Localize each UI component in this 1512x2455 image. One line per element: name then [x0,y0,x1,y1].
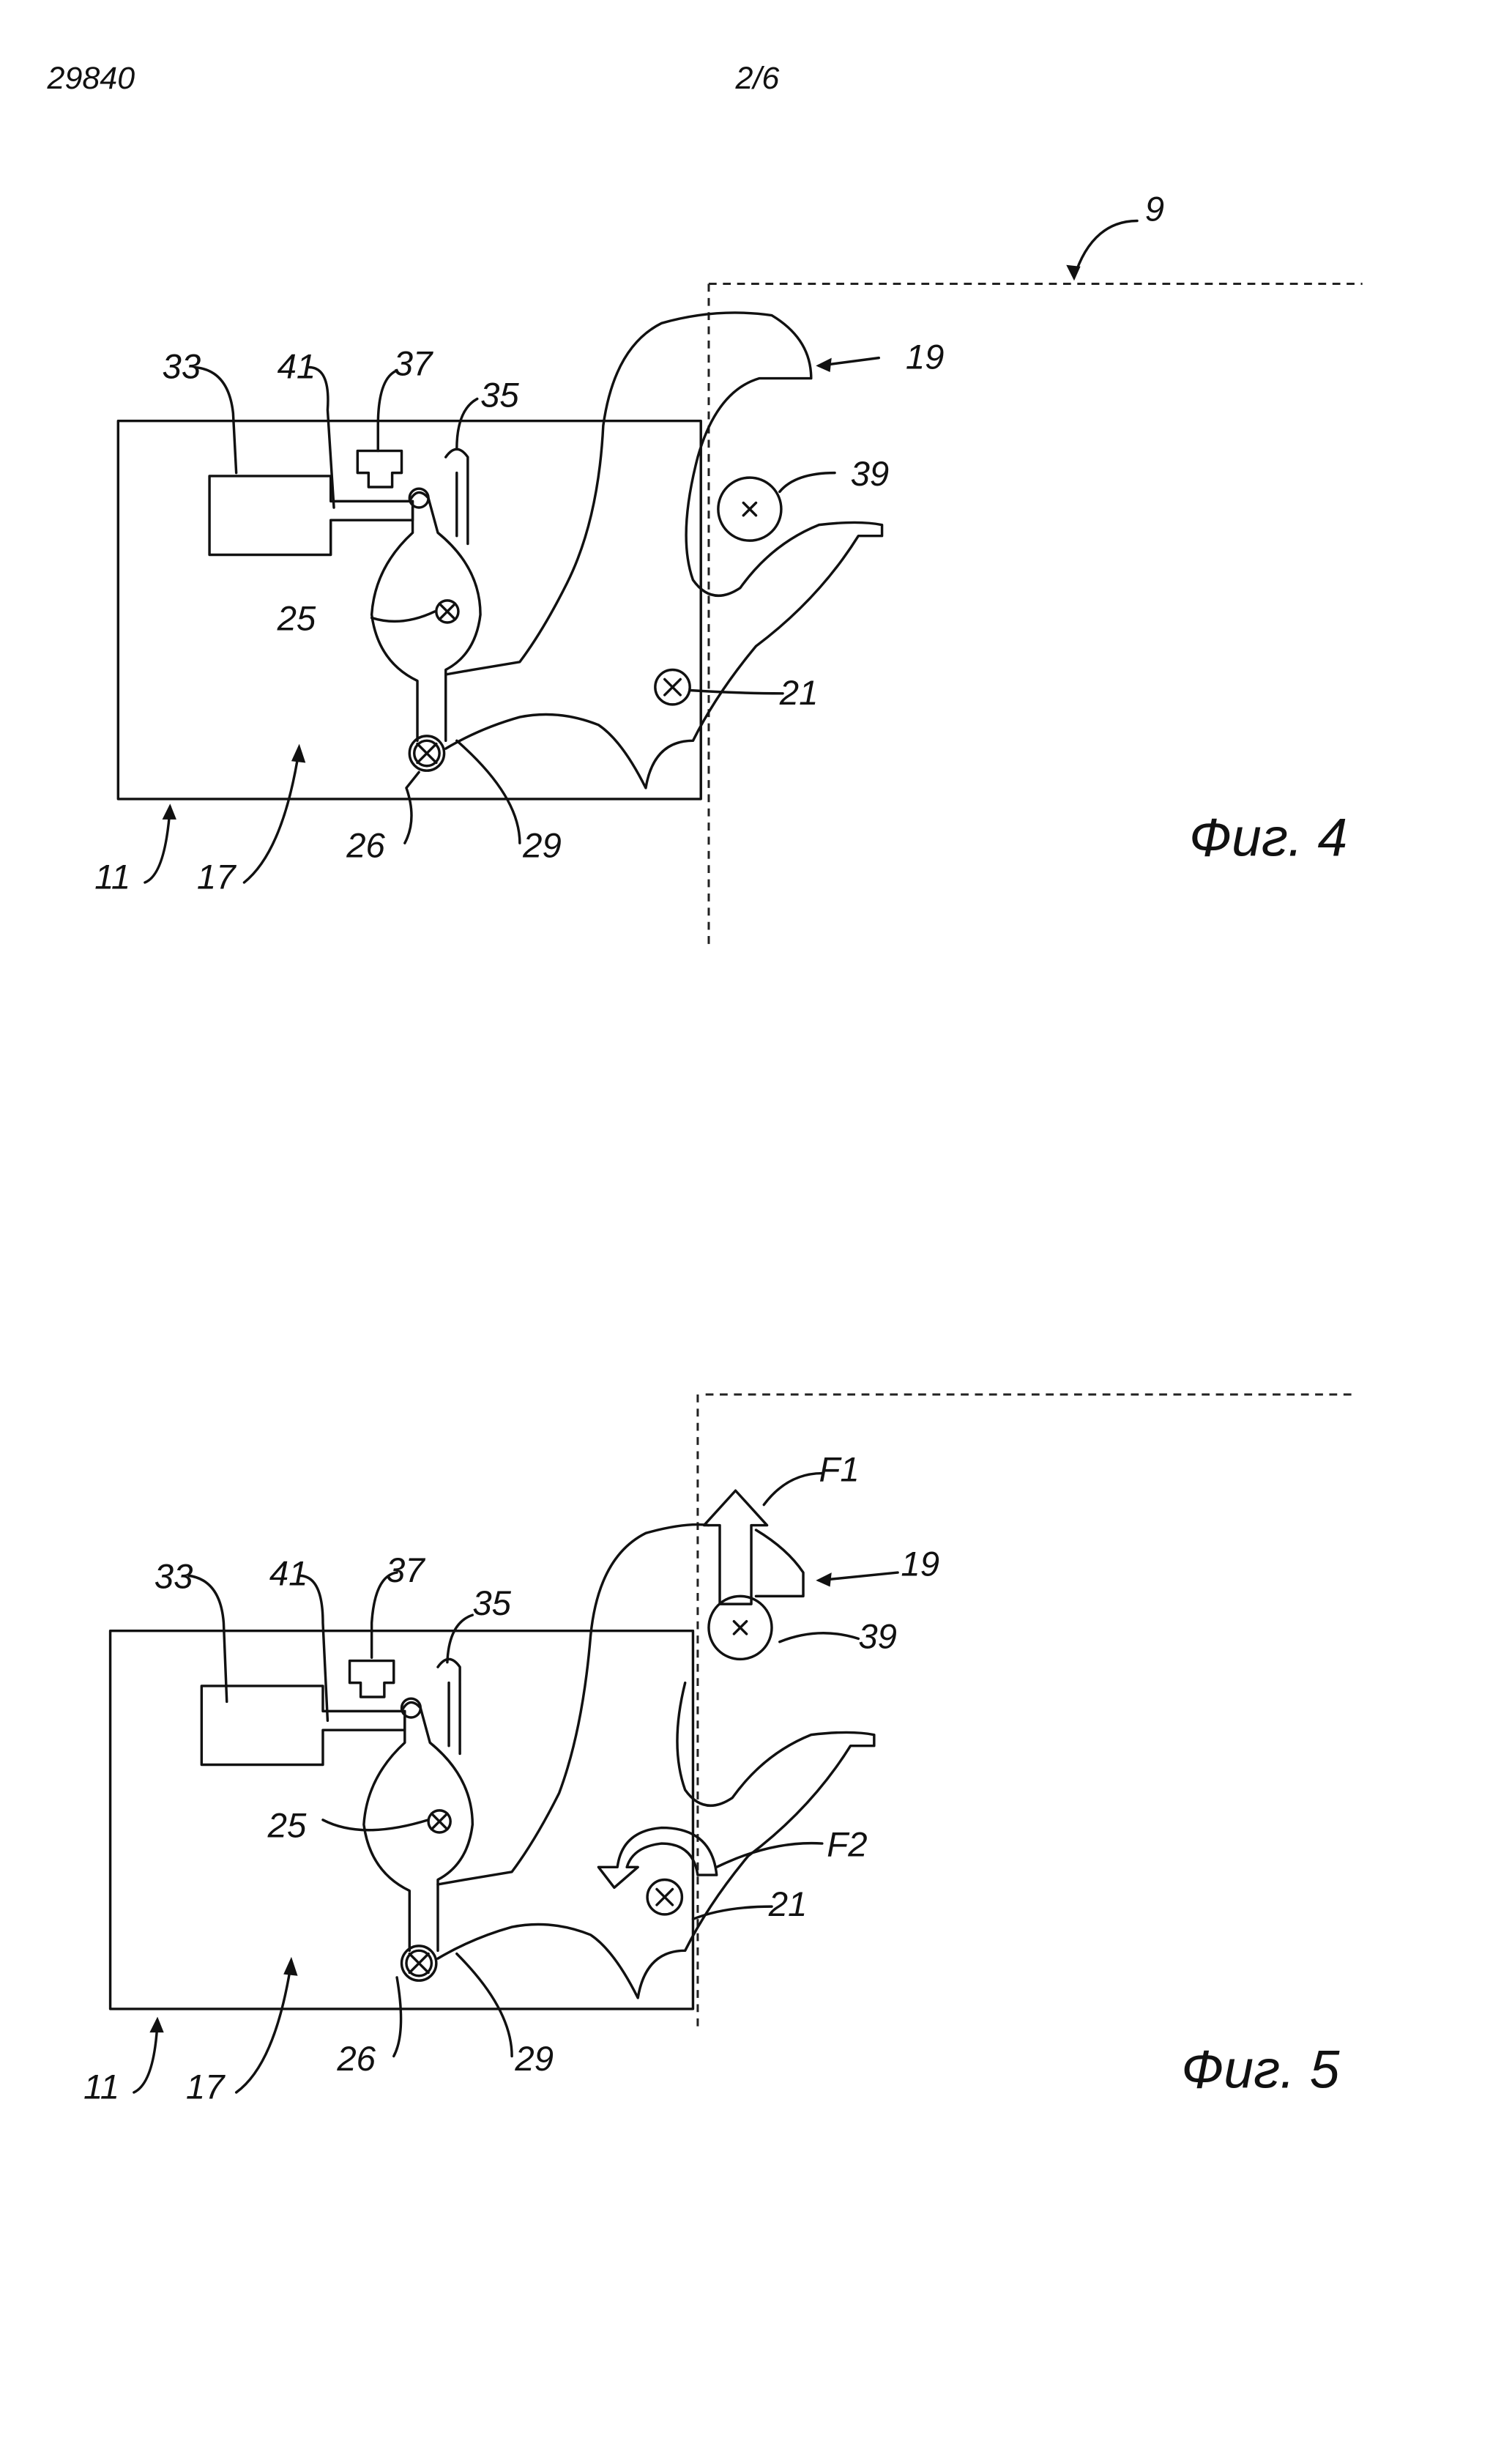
label-F1: F1 [819,1450,860,1489]
label-21: 21 [768,1885,808,1924]
label-25: 25 [277,600,316,639]
label-17: 17 [186,2068,226,2107]
arrow-head-icon [291,743,306,763]
label-35: 35 [472,1584,511,1623]
label-F2: F2 [827,1825,867,1864]
arrow-head-icon [816,357,832,372]
label-39: 39 [851,455,890,494]
label-35: 35 [480,376,519,415]
lock-housing-11 [116,419,702,801]
figure-caption-4: Фиг. 4 [1189,808,1347,867]
force-arrow-F2 [597,1826,718,1890]
figure-4: 9 19 33 41 37 35 39 25 21 26 29 11 17 Фи… [94,190,1363,946]
label-41: 41 [278,348,316,387]
force-arrow-F1 [702,1489,769,1605]
leader-9 [1073,219,1139,279]
leader-17 [242,747,301,884]
arrow-head-icon [149,2016,164,2033]
roller-39 [717,476,783,542]
label-33: 33 [154,1558,193,1597]
pivot-21 [654,668,691,706]
label-26: 26 [336,2040,376,2079]
pin-icon [408,487,430,509]
label-26: 26 [346,827,385,866]
rotary-latch-19 [436,1523,876,1999]
lock-housing-11 [108,1629,695,2010]
slot-35 [436,1657,461,1756]
label-41: 41 [269,1554,308,1593]
leader-17 [234,1960,293,2094]
label-21: 21 [779,674,819,713]
label-37: 37 [394,344,433,383]
figure-caption-5: Фиг. 5 [1181,2040,1339,2099]
label-17: 17 [197,858,237,897]
sensor-37 [348,1659,395,1698]
label-37: 37 [386,1551,425,1590]
label-39: 39 [858,1617,897,1656]
pivot-26 [400,1945,438,1982]
leader-lines [187,1471,899,2058]
door-outline [696,1393,1358,2033]
pivot-25 [435,599,460,624]
label-29: 29 [522,827,562,866]
arrow-head-icon [1066,264,1081,281]
sensor-37 [356,449,403,489]
document-number: 29840 [47,61,135,96]
rotary-latch-19 [444,311,884,790]
label-11: 11 [83,2068,119,2107]
pin-icon [400,1697,422,1719]
label-33: 33 [163,348,201,387]
label-19: 19 [906,338,945,377]
pivot-25 [427,1809,452,1834]
lever-pawl [362,1701,474,1953]
label-19: 19 [901,1545,939,1583]
label-11: 11 [94,858,130,897]
door-outline-9 [707,283,1363,946]
figure-5: F1 19 33 41 37 35 39 25 F2 21 26 29 11 1… [83,1393,1358,2107]
leader-11 [144,805,172,884]
slot-35 [444,447,469,546]
pivot-26 [408,735,446,772]
leader-11 [133,2020,159,2094]
page-number: 2/6 [735,61,780,96]
arrow-head-icon [162,803,176,820]
roller-39 [707,1594,773,1661]
label-25: 25 [267,1806,307,1845]
label-29: 29 [514,2040,554,2079]
arrow-head-icon [816,1572,832,1587]
arrow-head-icon [283,1956,298,1976]
pivot-21 [646,1878,684,1916]
leader-lines [194,356,881,844]
lever-pawl [370,491,482,743]
label-9: 9 [1145,190,1164,229]
